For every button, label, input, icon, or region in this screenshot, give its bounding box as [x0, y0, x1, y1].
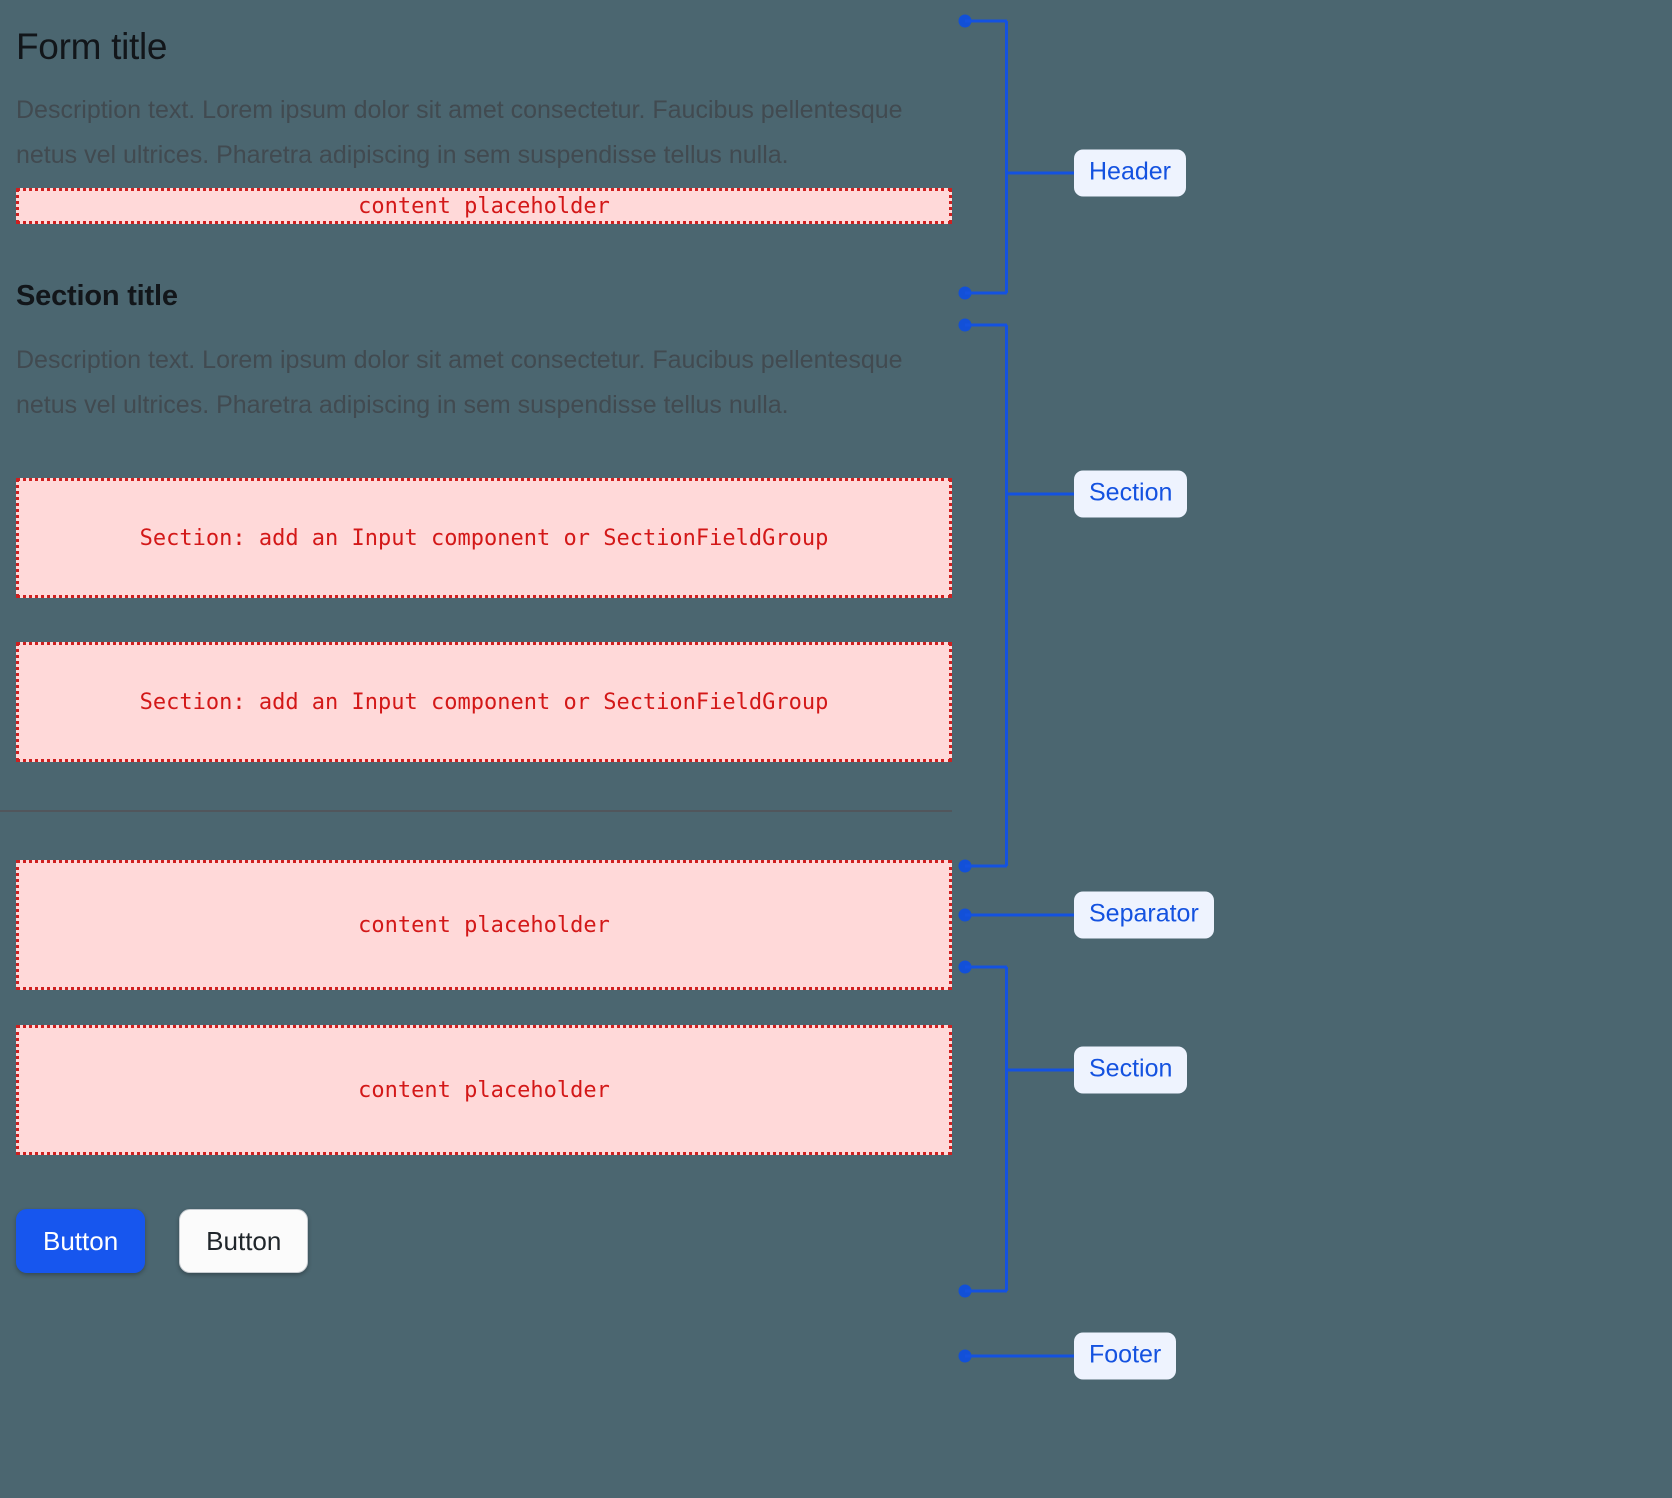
anno-line-header-top: [965, 19, 1007, 23]
form-header-block: Form title Description text. Lorem ipsum…: [16, 0, 952, 224]
placeholder-label: content placeholder: [358, 1077, 610, 1103]
anno-line-section-two-stem: [1005, 1068, 1075, 1072]
form-column: Form title Description text. Lorem ipsum…: [0, 0, 952, 1273]
anno-line-section-two-spine: [1005, 967, 1008, 1291]
placeholder-label: content placeholder: [358, 912, 610, 938]
anno-line-section-one-bottom: [965, 864, 1007, 868]
anno-line-header-spine: [1005, 21, 1008, 293]
anno-line-section-one-top: [965, 323, 1007, 327]
anno-line-footer-stem: [965, 1354, 1077, 1358]
primary-button[interactable]: Button: [16, 1209, 146, 1273]
section-description: Description text. Lorem ipsum dolor sit …: [16, 346, 903, 419]
section-two-placeholder-2[interactable]: content placeholder: [16, 1025, 952, 1155]
form-footer: Button Button: [16, 1209, 952, 1273]
anno-line-header-bottom: [965, 291, 1007, 295]
anno-line-section-two-top: [965, 965, 1007, 969]
anno-label-footer[interactable]: Footer: [1074, 1332, 1177, 1380]
section-one-block: Section title Description text. Lorem ip…: [16, 278, 952, 762]
page-title: Form title: [16, 26, 168, 67]
anno-line-separator-stem: [965, 913, 1077, 917]
anno-label-header[interactable]: Header: [1074, 149, 1186, 197]
section-two-placeholder-1[interactable]: content placeholder: [16, 860, 952, 990]
section-field-placeholder-1[interactable]: Section: add an Input component or Secti…: [16, 478, 952, 598]
form-description: Description text. Lorem ipsum dolor sit …: [16, 96, 903, 169]
anno-label-separator[interactable]: Separator: [1074, 891, 1214, 939]
secondary-button[interactable]: Button: [179, 1209, 309, 1273]
anno-line-section-two-bottom: [965, 1289, 1007, 1293]
anno-label-section-two[interactable]: Section: [1074, 1046, 1188, 1094]
header-content-placeholder[interactable]: content placeholder: [16, 188, 952, 224]
section-two-block: content placeholder content placeholder: [16, 860, 952, 1155]
section-field-placeholder-2[interactable]: Section: add an Input component or Secti…: [16, 642, 952, 762]
anno-line-section-one-stem: [1005, 492, 1075, 496]
section-title: Section title: [16, 280, 178, 312]
anno-line-header-stem: [1005, 171, 1075, 175]
placeholder-label: Section: add an Input component or Secti…: [139, 525, 829, 551]
anno-line-section-one-spine: [1005, 325, 1008, 866]
placeholder-label: content placeholder: [358, 193, 610, 219]
anno-label-section-one[interactable]: Section: [1074, 470, 1188, 518]
placeholder-label: Section: add an Input component or Secti…: [139, 689, 829, 715]
separator: [0, 810, 952, 812]
